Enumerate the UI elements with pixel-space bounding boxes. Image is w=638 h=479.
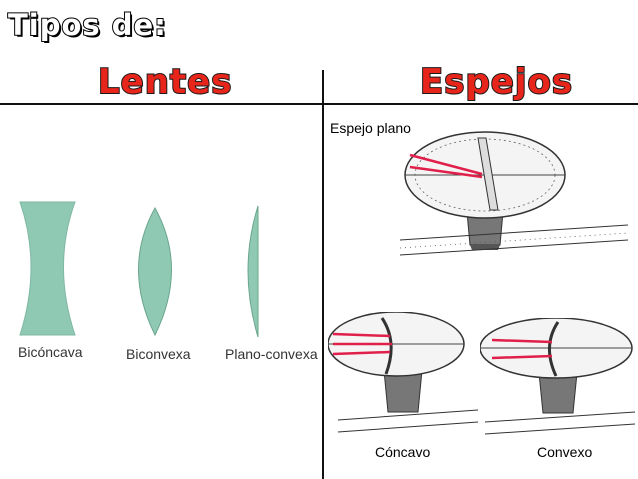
convex-mirror-illustration xyxy=(480,318,636,435)
vertical-divider xyxy=(322,70,324,479)
slide-title: Tipos de: xyxy=(7,7,167,43)
concave-mirror-illustration xyxy=(328,312,479,433)
lens-label-plano-convexa: Plano-convexa xyxy=(225,346,318,362)
biconcave-lens xyxy=(19,201,76,336)
biconvex-lens xyxy=(138,206,172,337)
concavo-label: Cóncavo xyxy=(375,444,431,460)
horizontal-divider xyxy=(0,103,638,105)
flat-mirror-illustration xyxy=(399,131,629,256)
plano-convex-lens xyxy=(247,205,259,338)
espejos-heading: Espejos xyxy=(419,61,574,103)
lenses-illustration xyxy=(19,201,259,338)
convexo-label: Convexo xyxy=(537,444,593,460)
lens-label-biconcava: Bicóncava xyxy=(18,344,83,360)
lens-label-biconvexa: Biconvexa xyxy=(126,346,191,362)
espejo-plano-label: Espejo plano xyxy=(330,120,411,136)
lentes-heading: Lentes xyxy=(97,61,233,103)
